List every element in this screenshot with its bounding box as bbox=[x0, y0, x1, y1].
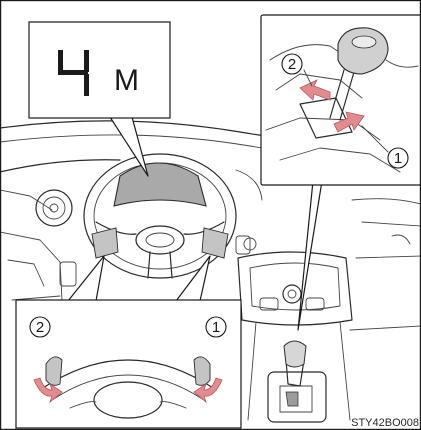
right-paddle bbox=[194, 357, 210, 386]
steering-wheel bbox=[84, 154, 236, 278]
callout-up-number: 2 bbox=[282, 54, 302, 74]
right-paddle-highlight bbox=[202, 228, 228, 258]
gear-display-callout: 4 M bbox=[29, 22, 170, 176]
center-console bbox=[238, 252, 352, 422]
svg-text:2: 2 bbox=[288, 56, 296, 73]
svg-text:1: 1 bbox=[212, 319, 220, 336]
svg-text:2: 2 bbox=[36, 319, 44, 336]
lower-shift-knob bbox=[284, 341, 306, 367]
shift-lever-callout: 2 1 bbox=[261, 15, 421, 330]
image-code: STY42BO008 bbox=[351, 417, 419, 429]
left-vent bbox=[36, 190, 72, 226]
gear-mode-label: M bbox=[114, 64, 139, 97]
left-paddle bbox=[46, 357, 62, 386]
left-paddle-highlight bbox=[92, 228, 118, 258]
callout-down-number: 1 bbox=[388, 148, 408, 168]
paddle-shifter-callout: 2 1 bbox=[16, 256, 241, 428]
callout-left-paddle-number: 2 bbox=[30, 317, 50, 337]
callout-right-paddle-number: 1 bbox=[206, 317, 226, 337]
svg-text:1: 1 bbox=[394, 150, 402, 167]
